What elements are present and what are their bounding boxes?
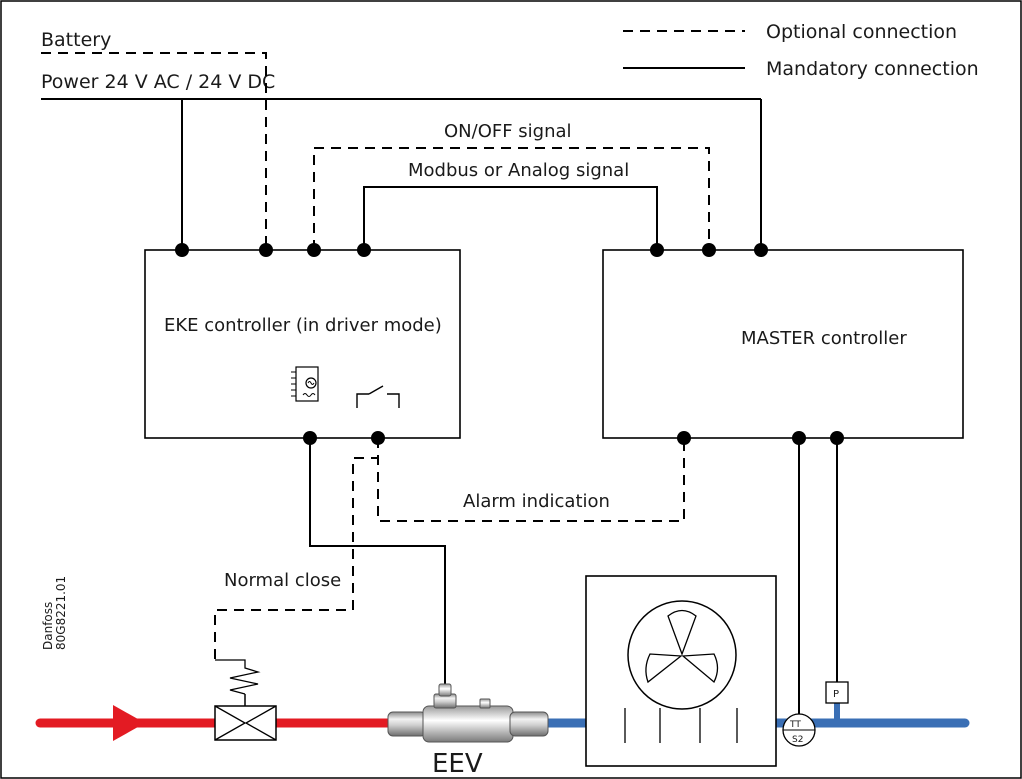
tt-sensor-icon: TT S2 (782, 713, 816, 747)
arrow-icon (113, 705, 145, 741)
power-label: Power 24 V AC / 24 V DC (41, 71, 275, 93)
s2-label: S2 (792, 735, 803, 745)
legend-mandatory-label: Mandatory connection (766, 58, 979, 80)
terminal (702, 243, 716, 257)
eke-controller-box (144, 249, 461, 439)
modbus-wire (363, 186, 658, 250)
terminal (357, 243, 371, 257)
terminal (175, 243, 189, 257)
normal-close-label: Normal close (224, 570, 341, 591)
master-controller-label: MASTER controller (741, 328, 907, 349)
brand-label: Danfoss (41, 602, 55, 650)
terminal (754, 243, 768, 257)
solenoid-valve-icon (214, 659, 277, 741)
legend-optional-label: Optional connection (766, 21, 957, 43)
eev-label: EEV (432, 749, 483, 779)
master-controller-box (602, 249, 964, 439)
brand-code: Danfoss 80G8221.01 (41, 576, 68, 650)
eke-controller-label: EKE controller (in driver mode) (164, 315, 442, 336)
alarm-label: Alarm indication (463, 491, 610, 512)
alarm-wire (377, 438, 685, 522)
fan-icon (627, 600, 737, 710)
terminal (677, 431, 691, 445)
battery-wire (41, 52, 267, 250)
modbus-label: Modbus or Analog signal (408, 160, 629, 181)
eev-valve-icon (387, 683, 549, 743)
p-label: P (833, 689, 839, 700)
battery-label: Battery (41, 29, 111, 51)
chip-icon (291, 366, 319, 402)
pressure-sensor-icon: P (825, 681, 849, 719)
drawing-code: 80G8221.01 (54, 576, 68, 650)
legend: Optional connection Mandatory connection (623, 21, 979, 80)
normal-close-wire (214, 438, 379, 660)
terminal (259, 243, 273, 257)
onoff-label: ON/OFF signal (444, 121, 572, 142)
relay-icon (356, 385, 400, 408)
terminal (307, 243, 321, 257)
onoff-wire (313, 147, 710, 250)
eev-wire (309, 438, 446, 698)
terminal (650, 243, 664, 257)
tt-label: TT (789, 720, 801, 730)
